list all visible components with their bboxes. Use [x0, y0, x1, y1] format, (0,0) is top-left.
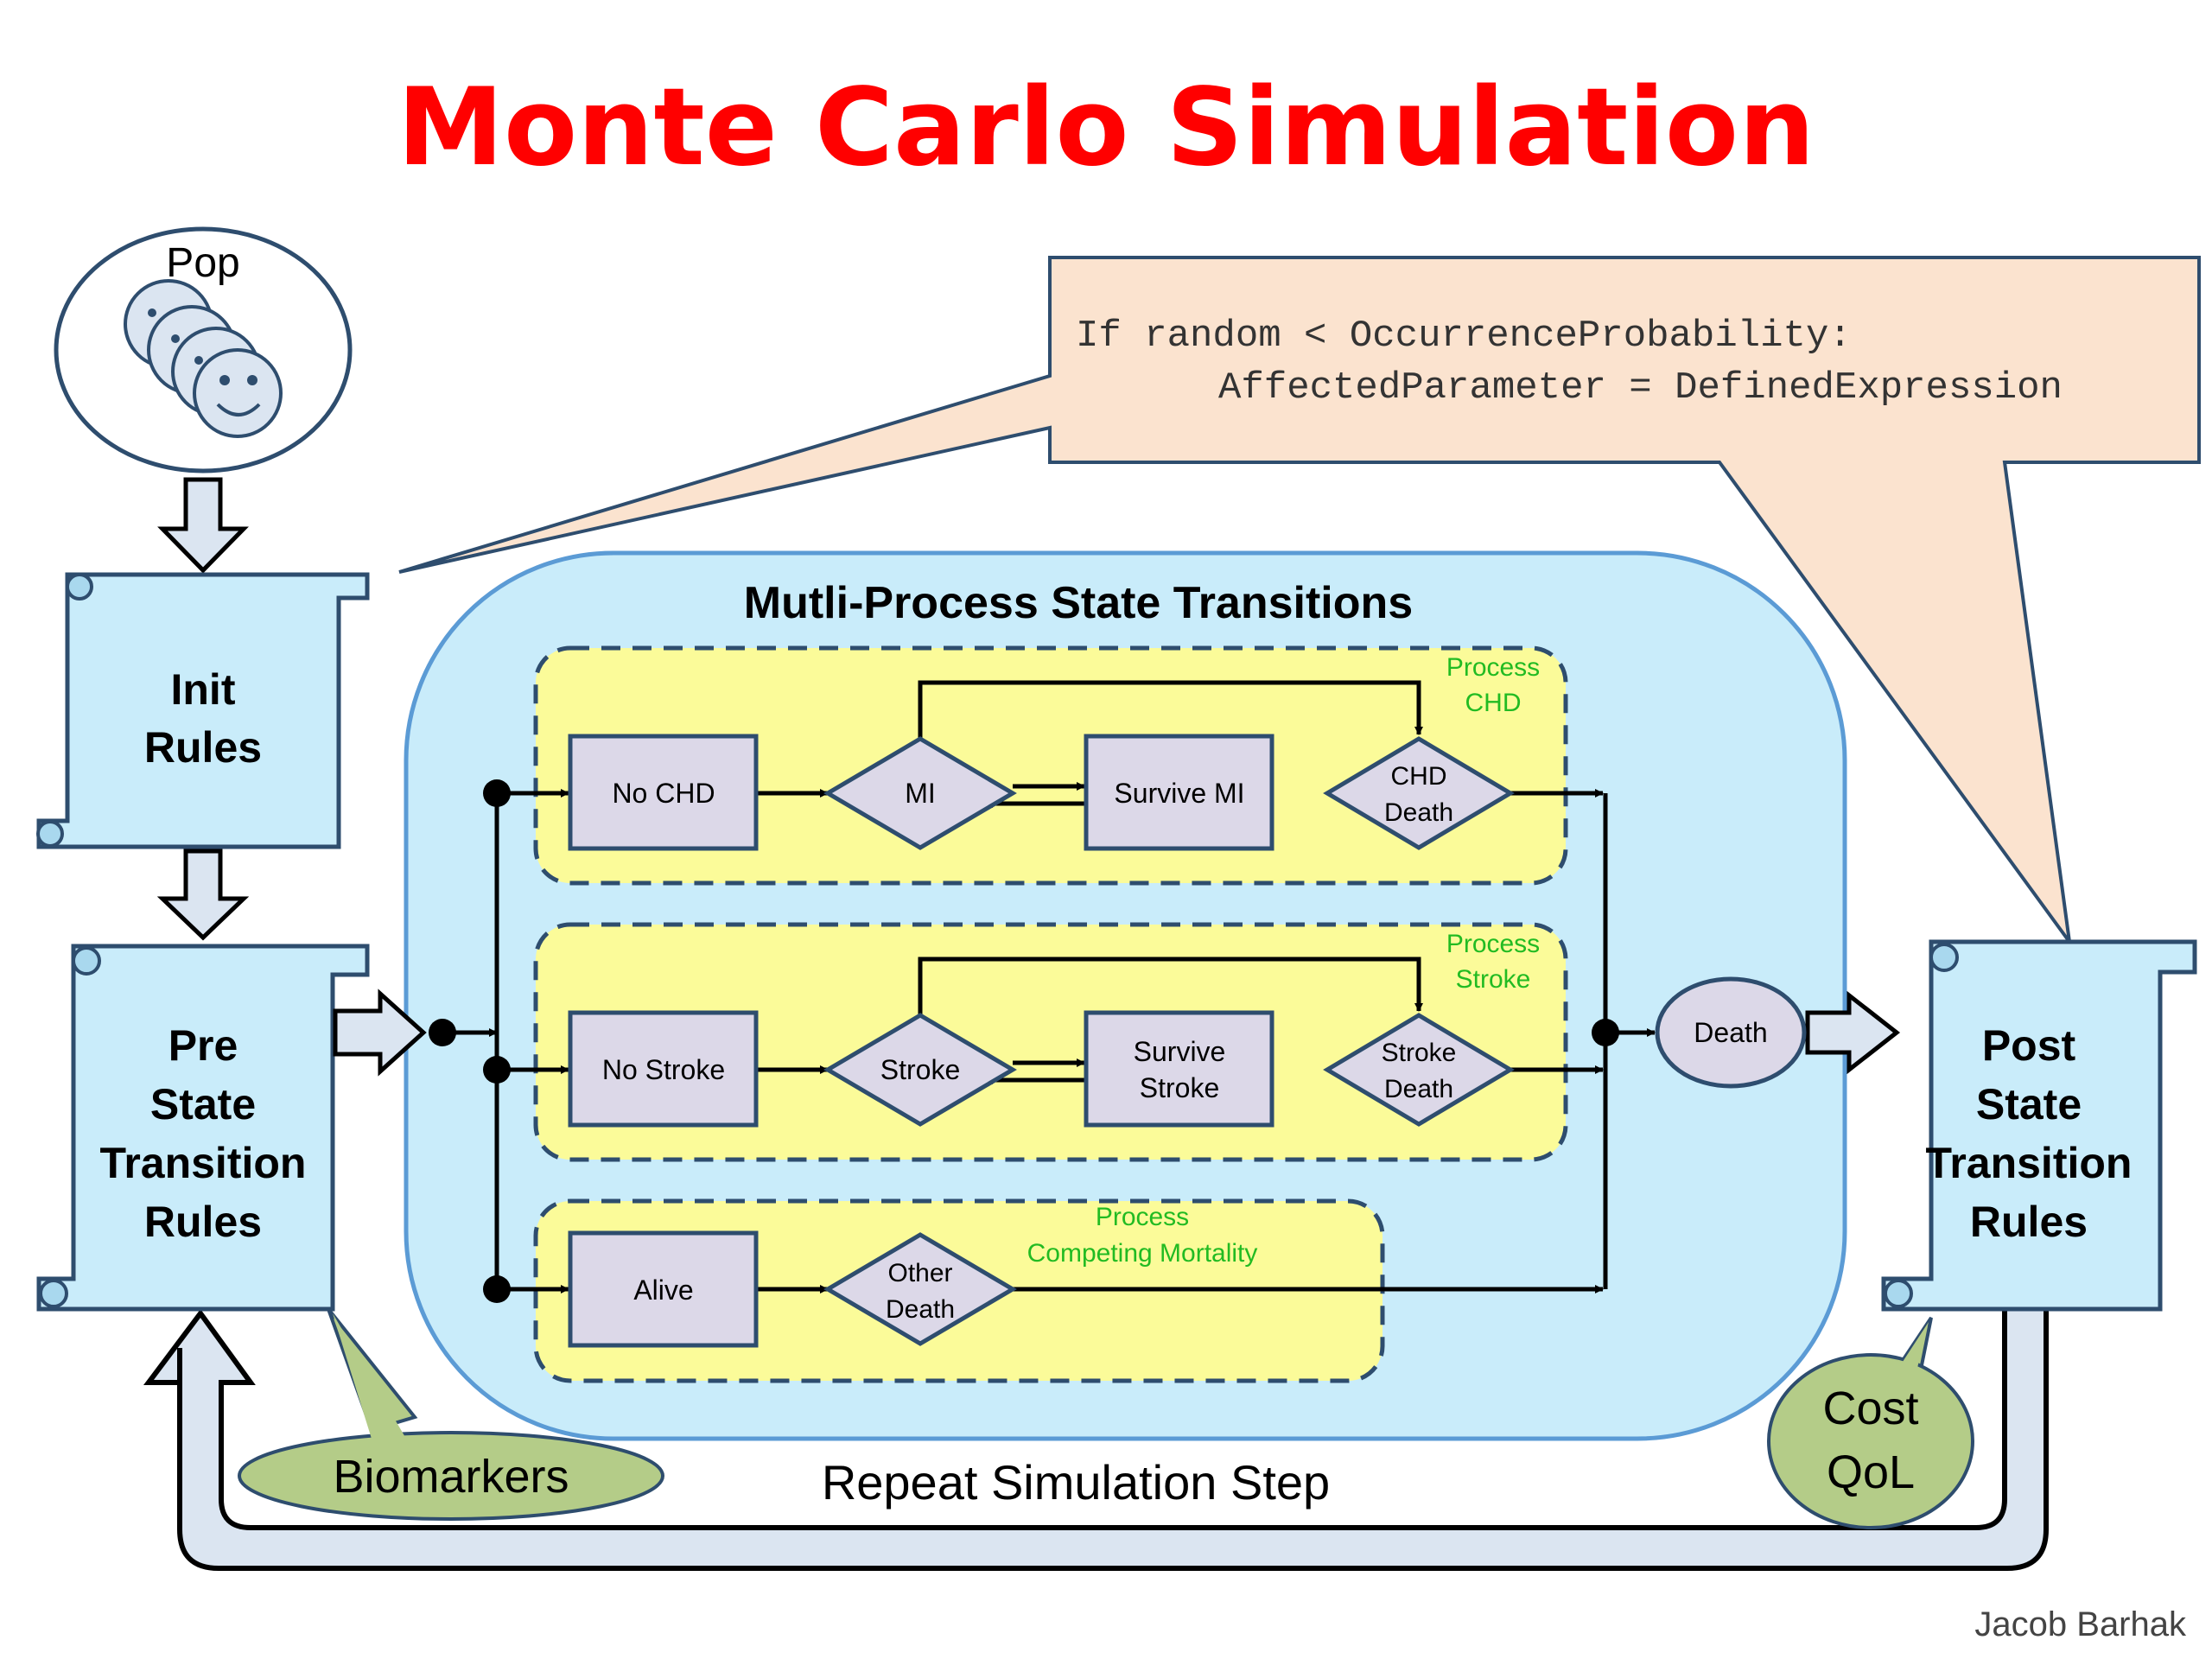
process-mortality-label-1: Process — [1096, 1203, 1189, 1231]
code-line-1: If random < OccurrenceProbability: — [1076, 315, 1852, 358]
state-other-death-label-2: Death — [886, 1295, 955, 1324]
block-arrow-init-to-pre — [156, 849, 250, 941]
state-other-death: Other Death — [823, 1232, 1017, 1346]
state-survive-stroke-label-1: Survive — [1134, 1036, 1226, 1067]
state-chd-death-label-1: CHD — [1391, 762, 1447, 791]
qol-label: QoL — [1827, 1446, 1915, 1498]
state-stroke-death-label-2: Death — [1384, 1075, 1453, 1103]
pre-rules-line-1: Pre — [168, 1021, 238, 1070]
death-node-label: Death — [1694, 1017, 1767, 1048]
init-rules-line-2: Rules — [144, 723, 262, 772]
code-callout: If random < OccurrenceProbability: Affec… — [398, 256, 2201, 944]
process-chd-label-1: Process — [1446, 653, 1540, 682]
process-stroke: Process Stroke — [533, 922, 1568, 1162]
state-survive-mi: Survive MI — [1084, 734, 1274, 851]
state-mi: MI — [823, 736, 1017, 850]
author-credit: Jacob Barhak — [1974, 1605, 2187, 1643]
pre-rules-scroll: Pre State Transition Rules — [36, 944, 370, 1312]
state-no-stroke: No Stroke — [568, 1010, 759, 1128]
junction-dots — [429, 779, 1619, 1303]
state-stroke-death: Stroke Death — [1323, 1013, 1515, 1127]
panel-title: Mutli-Process State Transitions — [744, 578, 1413, 628]
biomarkers-callout: Biomarkers — [238, 1307, 664, 1521]
cost-label: Cost — [1822, 1382, 1918, 1434]
cost-qol-callout: Cost QoL — [1767, 1316, 1974, 1529]
post-rules-scroll: Post State Transition Rules — [1881, 939, 2197, 1312]
pre-rules-line-3: Transition — [100, 1139, 307, 1187]
state-other-death-label-1: Other — [887, 1259, 952, 1287]
death-node: Death — [1655, 976, 1807, 1089]
people-icon — [124, 279, 283, 438]
state-survive-stroke-label-2: Stroke — [1140, 1072, 1219, 1103]
process-chd: Process CHD — [533, 645, 1568, 886]
process-stroke-label-1: Process — [1446, 930, 1540, 958]
post-rules-line-3: Transition — [1926, 1139, 2133, 1187]
post-rules-line-1: Post — [1982, 1021, 2076, 1070]
state-chd-death-label-2: Death — [1384, 798, 1453, 827]
state-chd-death: CHD Death — [1323, 736, 1515, 850]
state-no-chd-label: No CHD — [612, 778, 715, 809]
state-stroke-label: Stroke — [880, 1054, 960, 1085]
state-no-chd: No CHD — [568, 734, 759, 851]
init-rules-scroll: Init Rules — [36, 572, 370, 849]
state-stroke: Stroke — [823, 1013, 1017, 1127]
state-stroke-death-label-1: Stroke — [1382, 1039, 1457, 1067]
block-arrow-pop-to-init — [157, 477, 249, 574]
state-alive: Alive — [568, 1230, 759, 1348]
state-survive-mi-label: Survive MI — [1114, 778, 1244, 809]
population-label: Pop — [166, 240, 239, 286]
process-stroke-label-2: Stroke — [1456, 965, 1531, 994]
page-title: Monte Carlo Simulation — [397, 66, 1815, 190]
state-mi-label: MI — [905, 778, 936, 809]
loop-label: Repeat Simulation Step — [822, 1455, 1330, 1510]
biomarkers-label: Biomarkers — [333, 1451, 569, 1503]
state-no-stroke-label: No Stroke — [602, 1054, 725, 1085]
state-alive-label: Alive — [633, 1274, 693, 1306]
post-rules-line-2: State — [1976, 1080, 2082, 1128]
process-mortality-label-2: Competing Mortality — [1027, 1239, 1258, 1268]
process-chd-label-2: CHD — [1465, 689, 1522, 717]
population-node: Pop — [54, 226, 353, 474]
pre-rules-line-4: Rules — [144, 1198, 262, 1246]
code-line-2: AffectedParameter = DefinedExpression — [1218, 366, 2063, 410]
state-survive-stroke: Survive Stroke — [1084, 1010, 1274, 1128]
post-rules-line-4: Rules — [1970, 1198, 2088, 1246]
pre-rules-line-2: State — [150, 1080, 256, 1128]
init-rules-line-1: Init — [171, 665, 236, 714]
